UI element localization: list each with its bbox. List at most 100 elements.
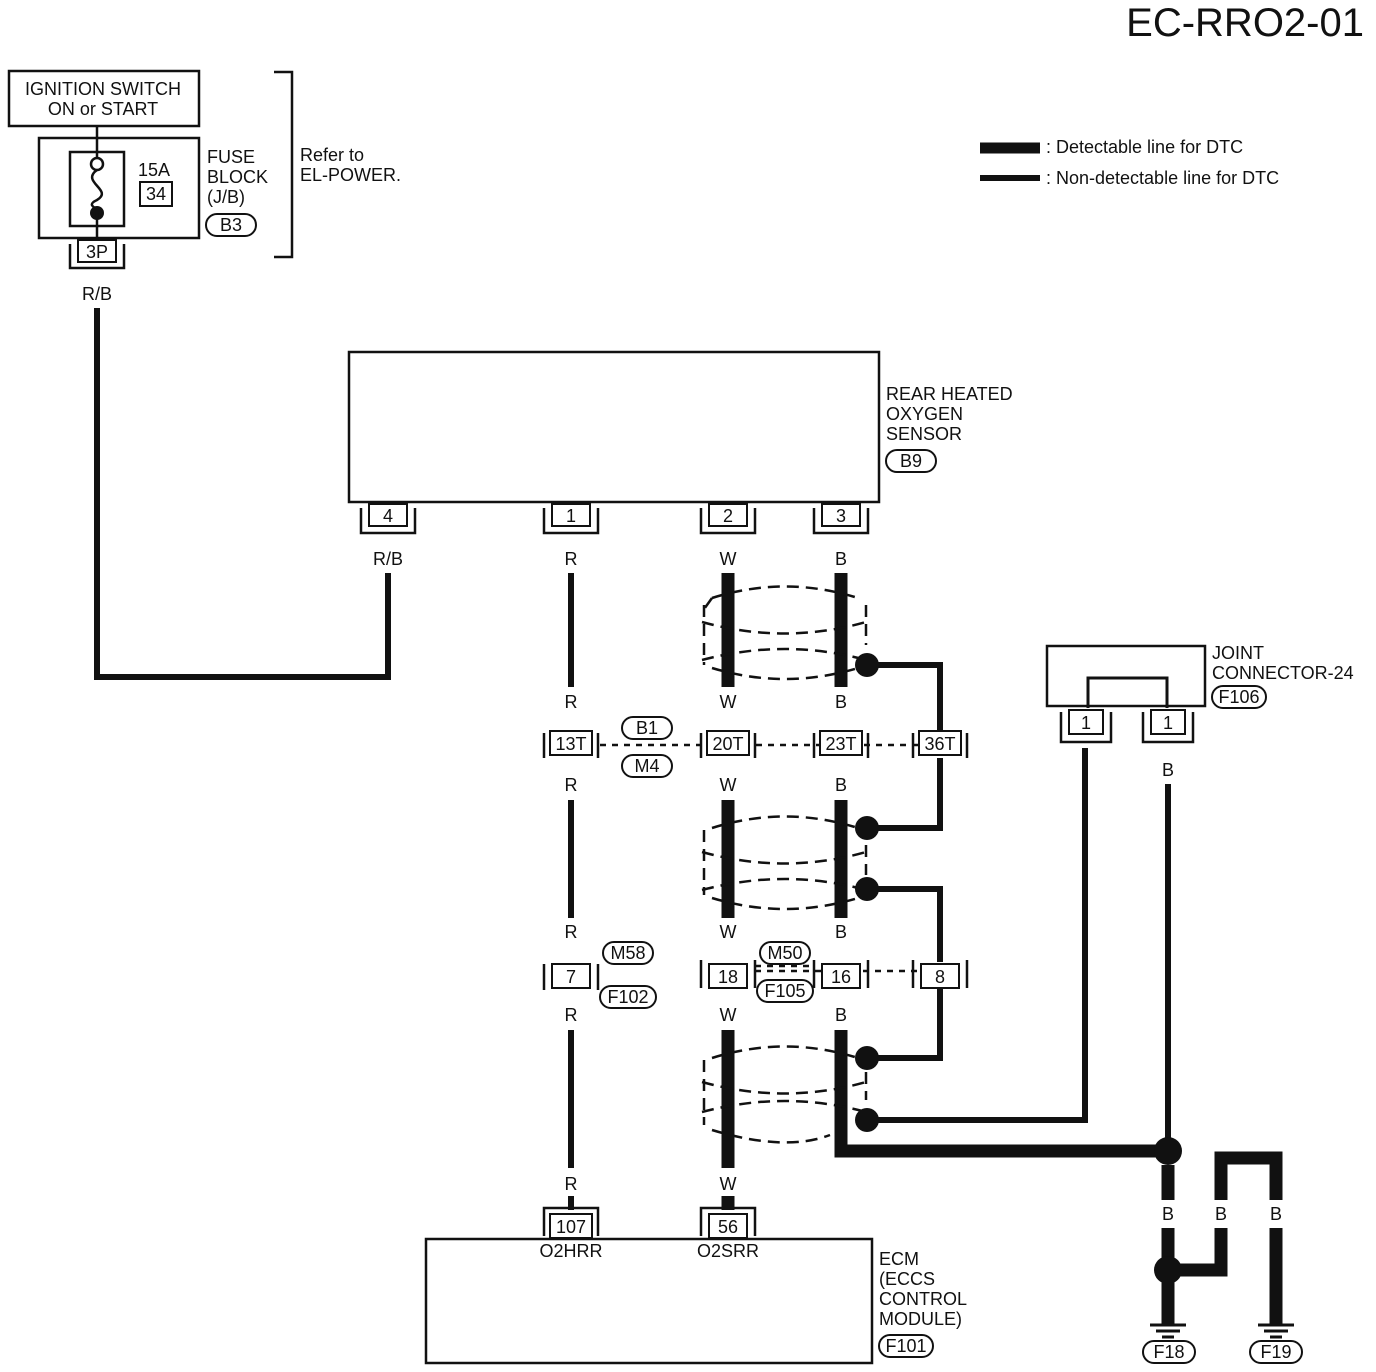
- sensor-pin-box-4: [368, 503, 408, 527]
- sensor-pin-bracket-2: [699, 508, 757, 535]
- ecm-pin-label-o2srr: O2SRR: [697, 1241, 759, 1261]
- wire-color-rb-sensor: R/B: [373, 549, 403, 569]
- shield-group-3: [701, 1045, 868, 1144]
- connector-b1-label: B1: [636, 718, 658, 738]
- refer-note: Refer to EL-POWER.: [274, 70, 401, 259]
- ecm-label-line4: MODULE): [879, 1309, 962, 1329]
- wire-color-w-3: W: [720, 775, 737, 795]
- sensor-pin-2: 2: [723, 506, 733, 526]
- wire-color-w-1: W: [720, 549, 737, 569]
- sensor-box: [347, 350, 881, 504]
- wire-color-r-6: R: [565, 1174, 578, 1194]
- pin-36t-bracket: [911, 733, 969, 758]
- rear-heated-oxygen-sensor: REAR HEATED OXYGEN SENSOR B9 4 1 2 3: [347, 350, 1013, 535]
- wire-w: W W W W W W: [720, 549, 737, 1194]
- pin-36t-box: [918, 730, 962, 756]
- ecm-connector: F101: [885, 1336, 926, 1356]
- legend: : Detectable line for DTC : Non-detectab…: [980, 137, 1279, 188]
- sensor-pin-bracket-4: [359, 508, 417, 535]
- ground-f19-label: F19: [1260, 1342, 1291, 1362]
- joint-connector-box: [1045, 644, 1207, 708]
- wire-color-b-3: B: [835, 775, 847, 795]
- pin-23t-bracket: [812, 733, 870, 758]
- wire-color-b-4: B: [835, 922, 847, 942]
- shield-3d: [701, 1099, 867, 1114]
- wire-b-seg3: [834, 1030, 1166, 1158]
- sensor-pin-box-1: [551, 503, 591, 527]
- pin-23t: 23T: [825, 734, 856, 754]
- ecm-label-line2: (ECCS: [879, 1269, 935, 1289]
- pin-20t: 20T: [712, 734, 743, 754]
- fuse-block-connector-oval: [205, 213, 257, 237]
- ecm-pin-107: 107: [556, 1217, 586, 1237]
- pin-23t-box: [819, 730, 863, 756]
- refer-line1: Refer to: [300, 145, 364, 165]
- connector-f105-oval: [756, 979, 814, 1003]
- ecm-label-line3: CONTROL: [879, 1289, 967, 1309]
- fuse-pin-bracket: [68, 244, 126, 270]
- sensor-label-line2: OXYGEN: [886, 404, 963, 424]
- ground-f19-oval: [1249, 1340, 1303, 1364]
- shield-2d: [701, 877, 867, 892]
- pin-16: 16: [831, 967, 851, 987]
- connector-m50-label: M50: [767, 943, 802, 963]
- joint-pin-bracket-1b: [1141, 712, 1195, 744]
- ecm-box: [424, 1237, 874, 1365]
- connector-m58-label: M58: [610, 943, 645, 963]
- wire-color-r-2: R: [565, 692, 578, 712]
- wire-color-b-1: B: [835, 549, 847, 569]
- shield-drain-wire-4: [867, 988, 943, 1061]
- fuse-pin-box: [77, 239, 117, 263]
- sensor-label-line1: REAR HEATED: [886, 384, 1013, 404]
- connector-f102-oval: [599, 985, 657, 1009]
- shield-1c: [701, 620, 867, 635]
- wire-color-w-6: W: [720, 1174, 737, 1194]
- pin-13t-bracket: [542, 733, 600, 758]
- sensor-pin-box-2: [708, 503, 748, 527]
- fuse-block: 15A 34 FUSE BLOCK (J/B) B3 3P: [37, 126, 268, 270]
- ecm-pin-label-o2hrr: O2HRR: [539, 1241, 602, 1261]
- wire-color-b-ground2: B: [1215, 1204, 1227, 1224]
- joint-pin-1a: 1: [1081, 713, 1091, 733]
- connector-m4-label: M4: [634, 756, 659, 776]
- ecm-pin-box-107: [549, 1213, 593, 1239]
- pin-18: 18: [718, 967, 738, 987]
- fuse-pin: 3P: [86, 242, 108, 262]
- pin-7-box: [551, 963, 591, 989]
- wire-b-ground-top: [1214, 1151, 1283, 1200]
- shield-1d: [701, 647, 867, 662]
- pin-13t: 13T: [555, 734, 586, 754]
- pin-18-box: [708, 963, 748, 989]
- ecm-connector-oval: [878, 1334, 934, 1358]
- shield-group-2: [701, 815, 868, 911]
- wire-color-w-4: W: [720, 922, 737, 942]
- fuse-number: 34: [146, 184, 166, 204]
- ignition-switch-line2: ON or START: [48, 99, 158, 119]
- wire-color-b-ground1: B: [1162, 1204, 1174, 1224]
- sensor-connector: B9: [900, 451, 922, 471]
- wire-color-b-joint: B: [1162, 760, 1174, 780]
- pin-20t-box: [706, 730, 750, 756]
- wire-color-w-2: W: [720, 692, 737, 712]
- pin-7-bracket: [542, 964, 600, 990]
- wire-r: R R R R R R: [565, 549, 578, 1194]
- connector-m50-f105: M50 F105 18 16 8: [699, 941, 969, 1003]
- joint-connector-label-line1: JOINT: [1212, 643, 1264, 663]
- ignition-switch-line1: IGNITION SWITCH: [25, 79, 181, 99]
- pin-13t-box: [549, 730, 593, 756]
- sensor-pin-bracket-3: [812, 508, 870, 535]
- connector-m58-f102: 7 M58 F102: [542, 941, 657, 1009]
- joint-pin-box-1a: [1068, 709, 1104, 735]
- pin-16-box: [821, 963, 861, 989]
- wire-color-rb-top: R/B: [82, 284, 112, 304]
- wire-color-b-5: B: [835, 1005, 847, 1025]
- wire-color-r-1: R: [565, 549, 578, 569]
- connector-m4-oval: [621, 754, 673, 778]
- refer-line2: EL-POWER.: [300, 165, 401, 185]
- wire-color-r-4: R: [565, 922, 578, 942]
- fuse-block-connector: B3: [220, 215, 242, 235]
- ecm-pin-56: 56: [718, 1217, 738, 1237]
- connector-b1-oval: [621, 716, 673, 740]
- ground-icon-f19: [1258, 1323, 1294, 1339]
- wire-color-b-2: B: [835, 692, 847, 712]
